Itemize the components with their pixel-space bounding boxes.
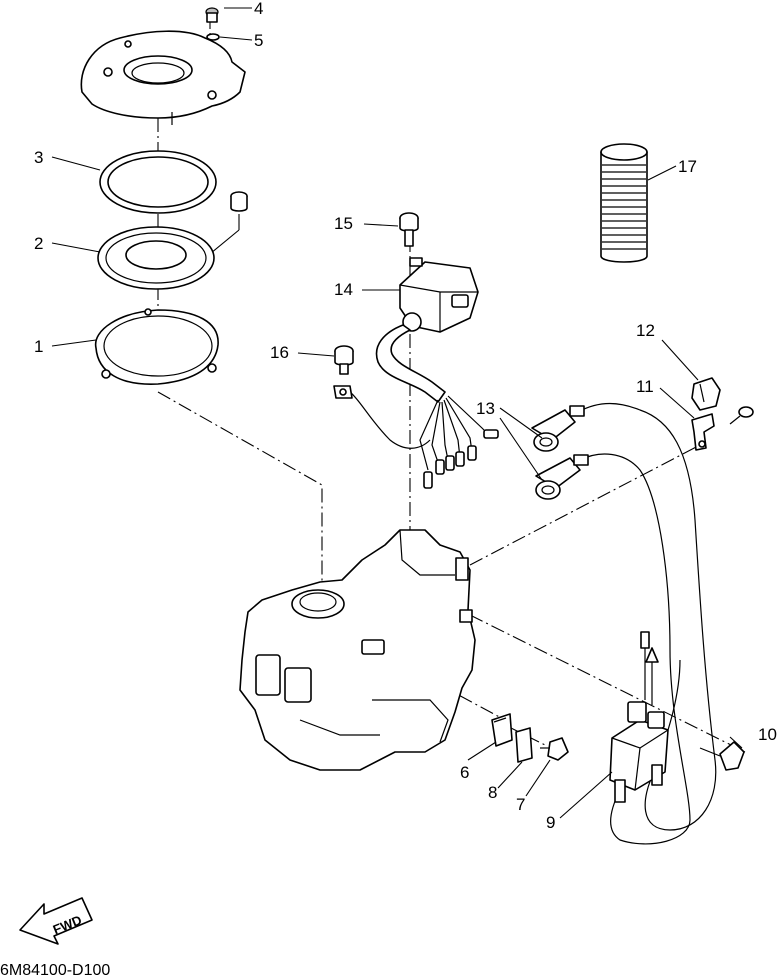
callout-5: 5	[254, 31, 263, 50]
callout-8: 8	[488, 783, 497, 802]
bolt-part-16	[333, 345, 354, 399]
diagram-code: 6M84100-D100	[0, 962, 110, 977]
callout-12: 12	[636, 321, 655, 340]
clip-part-12	[691, 377, 721, 411]
crankcase-block	[239, 529, 476, 771]
callout-13: 13	[476, 399, 495, 418]
callout-3: 3	[34, 148, 43, 167]
callout-11: 11	[636, 377, 654, 396]
bracket-part-11	[691, 413, 715, 451]
callout-1: 1	[34, 337, 43, 356]
ring-part-3	[99, 150, 217, 214]
callout-16: 16	[270, 343, 289, 362]
ignition-coil-part-9	[609, 631, 669, 803]
callout-leaders	[51, 7, 743, 819]
callout-2: 2	[34, 234, 43, 253]
callout-4: 4	[254, 0, 263, 18]
callout-10: 10	[758, 725, 777, 744]
callout-9: 9	[546, 813, 555, 832]
stator-cover	[80, 30, 246, 125]
fwd-arrow-icon: FWD	[19, 897, 93, 945]
sleeve-part-17	[600, 143, 648, 263]
callout-15: 15	[334, 214, 353, 233]
washer-part-5	[206, 33, 220, 41]
callout-7: 7	[516, 795, 525, 814]
plate-part-2	[97, 226, 215, 290]
callout-6: 6	[460, 763, 469, 782]
callout-labels: 4 5 3 2 1 15 14 16 17 12 11 13 10 6 8 7 …	[34, 0, 777, 832]
wire-harness	[349, 324, 499, 489]
bolt-part-7	[540, 737, 569, 761]
holder-part-6	[491, 713, 513, 747]
screw-near-11	[729, 406, 754, 425]
gasket-part-1	[94, 308, 219, 385]
bolt-part-10	[699, 741, 745, 771]
cdi-unit-part-14	[399, 257, 479, 333]
callout-17: 17	[678, 157, 697, 176]
screw-part-4	[205, 7, 219, 23]
callout-14: 14	[334, 280, 353, 299]
bolt-part-15	[399, 212, 419, 247]
pad-part-8	[515, 727, 533, 763]
